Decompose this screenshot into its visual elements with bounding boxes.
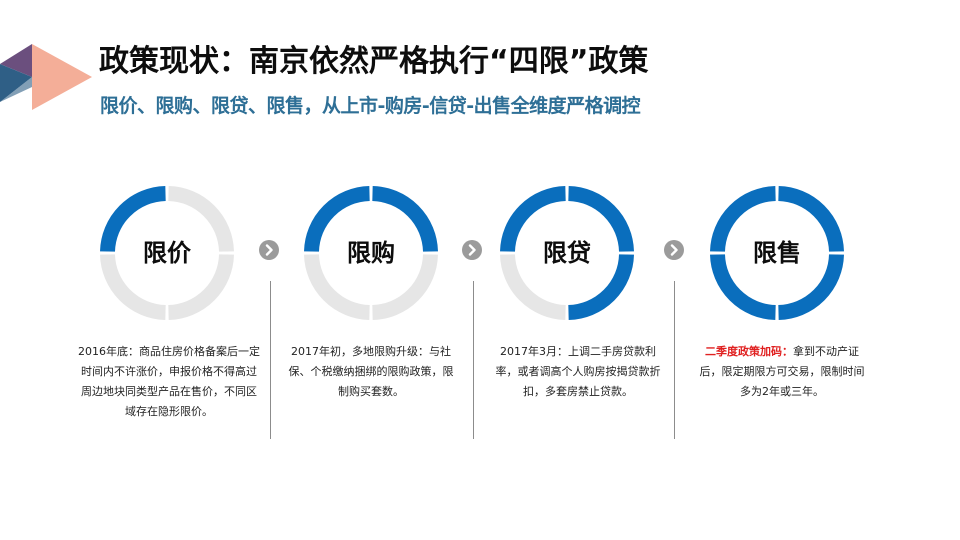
step-label: 限售: [753, 239, 801, 267]
step-description-4: 二季度政策加码：拿到不动产证后，限定期限方可交易，限制时间多为2年或三年。: [698, 342, 866, 402]
step-description-2: 2017年初，多地限购升级：与社保、个税缴纳捆绑的限购政策，限制购买套数。: [286, 342, 456, 402]
ring-step-1: 限价: [100, 186, 234, 320]
step-label: 限贷: [543, 239, 591, 267]
divider: [674, 281, 675, 439]
step-label: 限购: [347, 239, 395, 267]
step-description-3: 2017年3月：上调二手房贷款利率，或者调高个人购房按揭贷款折扣，多套房禁止贷款…: [495, 342, 661, 402]
description-text: 2016年底：商品住房价格备案后一定时间内不许涨价，申报价格不得高过周边地块同类…: [78, 345, 260, 418]
ring-step-4: 限售: [710, 186, 844, 320]
step-description-1: 2016年底：商品住房价格备案后一定时间内不许涨价，申报价格不得高过周边地块同类…: [76, 342, 262, 422]
chevron-right-circle-icon: [664, 240, 684, 260]
chevron-right-circle-icon: [259, 240, 279, 260]
page-title: 政策现状：南京依然严格执行“四限”政策: [99, 44, 649, 79]
description-text: 2017年初，多地限购升级：与社保、个税缴纳捆绑的限购政策，限制购买套数。: [288, 345, 454, 398]
page-subtitle: 限价、限购、限贷、限售，从上市-购房-信贷-出售全维度严格调控: [100, 95, 641, 117]
ring-step-2: 限购: [304, 186, 438, 320]
progress-ring-icon: [500, 186, 634, 320]
decorative-triangles-icon: [0, 44, 92, 110]
step-label: 限价: [143, 239, 191, 267]
divider: [270, 281, 271, 439]
chevron-right-circle-icon: [462, 240, 482, 260]
description-text: 2017年3月：上调二手房贷款利率，或者调高个人购房按揭贷款折扣，多套房禁止贷款…: [495, 345, 661, 398]
progress-ring-icon: [304, 186, 438, 320]
description-text: 拿到不动产证后，限定期限方可交易，限制时间多为2年或三年。: [699, 345, 865, 398]
progress-ring-icon: [100, 186, 234, 320]
progress-ring-icon: [710, 186, 844, 320]
highlight-text: 二季度政策加码：: [705, 345, 793, 358]
ring-step-3: 限贷: [500, 186, 634, 320]
divider: [473, 281, 474, 439]
